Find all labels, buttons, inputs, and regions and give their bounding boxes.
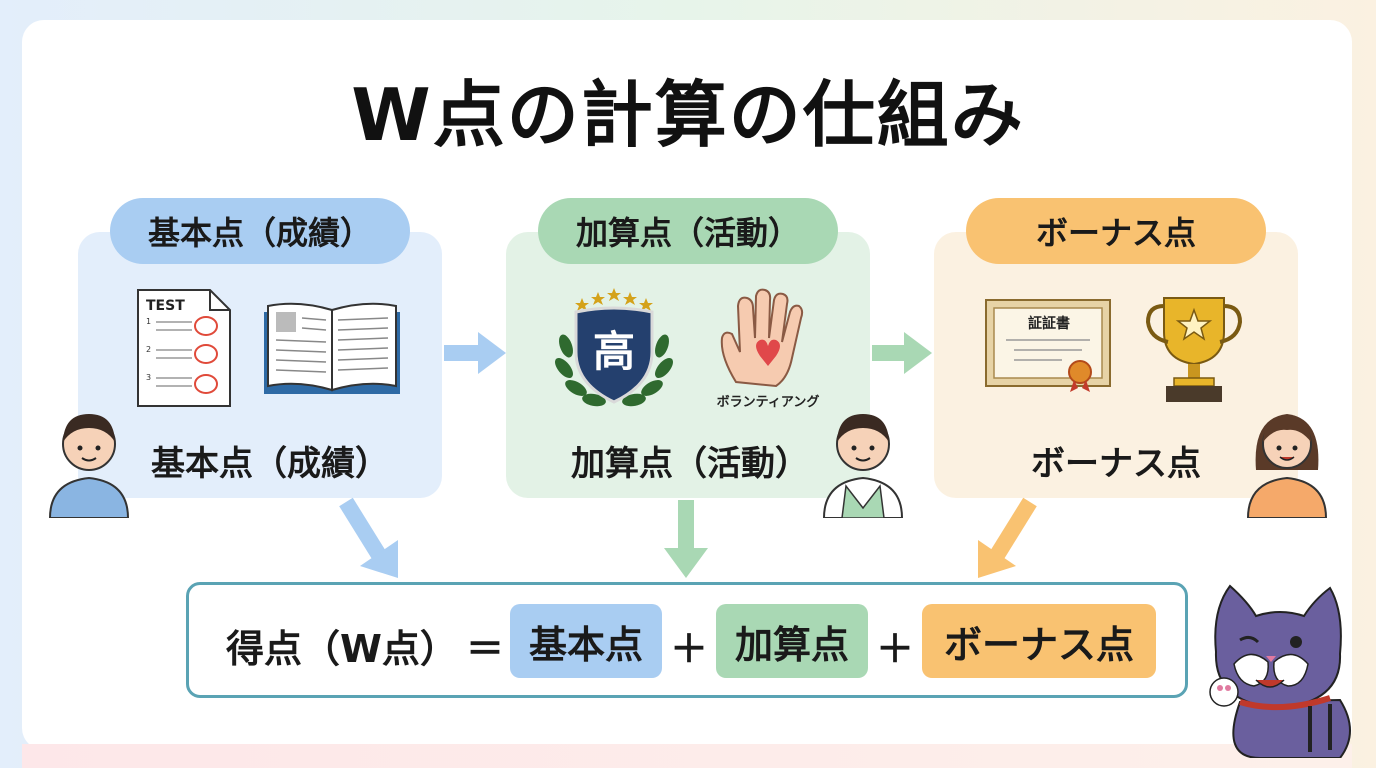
- formula-equals: ＝: [466, 627, 505, 671]
- student-boy-vest-icon: [822, 414, 904, 518]
- formula-term-bonus: ボーナス点: [922, 604, 1156, 678]
- test-number: 1: [146, 317, 151, 326]
- added-points-label: 加算点（活動）: [571, 444, 809, 484]
- emblem-char: 高: [593, 327, 635, 376]
- arrow-added-to-formula: [664, 500, 708, 578]
- volunteer-hand-icon: ボランティアング: [717, 288, 820, 410]
- added-points-pill: 加算点（活動）: [538, 198, 838, 264]
- bonus-points-pill: ボーナス点: [966, 198, 1266, 264]
- formula-term-basic: 基本点: [510, 604, 662, 678]
- certificate-icon: 証証書: [985, 299, 1111, 392]
- formula-lhs: 得点（W点）: [226, 627, 458, 671]
- formula-plus-1: ＋: [670, 627, 709, 671]
- student-boy-icon: [48, 414, 130, 518]
- certificate-label: 証証書: [1028, 315, 1070, 332]
- test-paper-icon: TEST 1 2 3: [137, 289, 231, 407]
- test-label: TEST: [146, 298, 185, 314]
- school-emblem-icon: 高: [555, 288, 673, 407]
- page-title: W点の計算の仕組み: [351, 73, 1025, 157]
- basic-points-label: 基本点（成績）: [151, 444, 389, 484]
- trophy-icon: [1145, 297, 1243, 402]
- bottom-strip: [22, 744, 1352, 768]
- open-book-icon: [264, 302, 400, 394]
- test-number: 2: [146, 345, 151, 354]
- formula-plus-2: ＋: [876, 627, 915, 671]
- student-girl-icon: [1246, 414, 1328, 518]
- arrow-basic-to-formula: [339, 497, 398, 578]
- arrow-basic-to-added: [444, 332, 506, 374]
- basic-points-pill: 基本点（成績）: [110, 198, 410, 264]
- hand-caption: ボランティアング: [717, 394, 820, 410]
- formula-term-added: 加算点: [716, 604, 868, 678]
- arrow-added-to-bonus: [872, 332, 932, 374]
- bonus-points-label: ボーナス点: [1031, 444, 1201, 484]
- cat-mascot-icon: [1209, 584, 1351, 758]
- test-number: 3: [146, 373, 151, 382]
- arrow-bonus-to-formula: [978, 497, 1037, 578]
